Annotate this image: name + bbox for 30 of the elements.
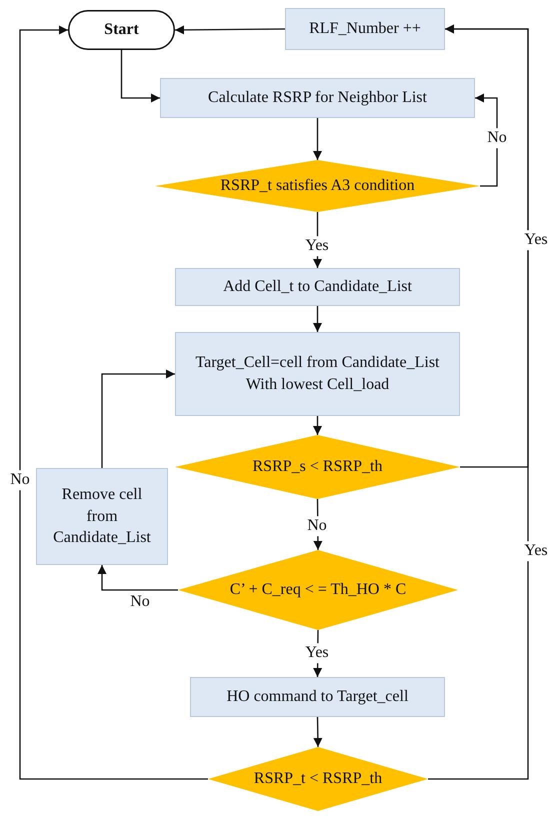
- process-box: Add Cell_t to Candidate_List: [175, 268, 460, 306]
- edge-label: Yes: [303, 236, 331, 256]
- arrow: [313, 306, 322, 332]
- edge-label: Yes: [303, 643, 331, 663]
- arrow: [313, 416, 322, 435]
- decision-diamond: C’ + C_req < = Th_HO * C: [178, 550, 458, 630]
- arrow: [98, 565, 178, 591]
- edge-label: No: [485, 128, 509, 148]
- start-terminal: Start: [68, 10, 175, 50]
- process-box: Target_Cell=cell from Candidate_List With lowest Cell_load: [175, 332, 460, 416]
- arrow: [313, 716, 322, 748]
- decision-diamond: RSRP_s < RSRP_th: [175, 435, 460, 499]
- edge-label: No: [305, 516, 329, 536]
- arrow: [120, 50, 160, 102]
- arrow: [313, 499, 322, 550]
- arrow: [428, 24, 529, 780]
- process-box: Calculate RSRP for Neighbor List: [160, 78, 475, 118]
- edge-label: Yes: [522, 541, 550, 561]
- arrow: [101, 370, 175, 468]
- decision-diamond: RSRP_t satisfies A3 condition: [155, 160, 480, 212]
- arrow: [175, 25, 285, 34]
- edge-label: No: [8, 470, 32, 490]
- arrow: [475, 94, 498, 187]
- edge-label: Yes: [522, 230, 550, 250]
- arrow: [313, 118, 322, 160]
- process-box: Remove cell from Candidate_List: [36, 468, 168, 565]
- process-box: RLF_Number ++: [285, 8, 445, 50]
- decision-diamond: RSRP_t < RSRP_th: [208, 747, 428, 811]
- arrow: [19, 26, 208, 780]
- process-box: HO command to Target_cell: [190, 677, 445, 717]
